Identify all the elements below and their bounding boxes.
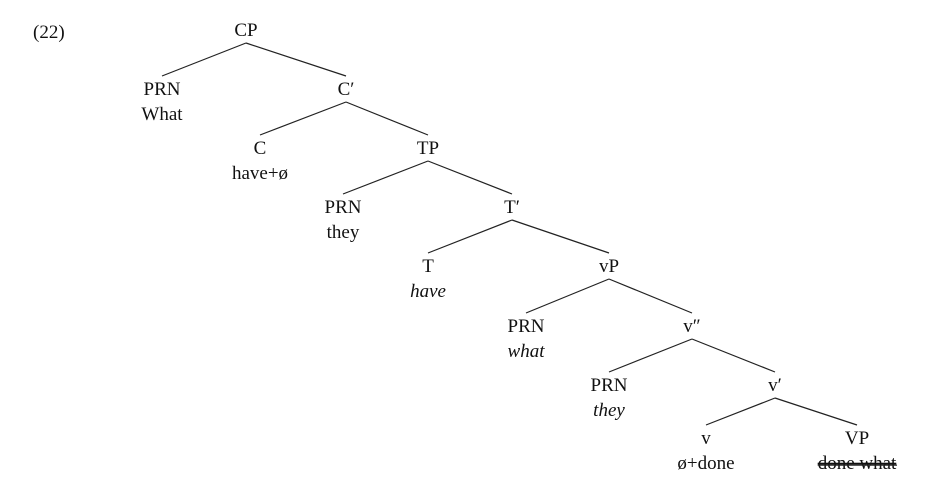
node-word-v: ø+done xyxy=(677,453,734,474)
edge-tp-tbar xyxy=(427,160,513,195)
edge-cp-prn1 xyxy=(161,42,247,77)
edge-cbar-c xyxy=(259,101,347,136)
edge-vp_small-vdbar xyxy=(608,278,693,314)
node-label-prn1: PRN xyxy=(144,79,181,100)
node-label-prn3: PRN xyxy=(508,316,545,337)
node-label-c: C xyxy=(254,138,267,159)
edge-vp_small-prn3 xyxy=(525,278,610,314)
edge-cbar-tp xyxy=(345,101,429,136)
tree-edges xyxy=(161,42,858,426)
node-label-vp_big: VP xyxy=(845,428,869,449)
node-label-t: T xyxy=(422,256,434,277)
node-label-vbar: v′ xyxy=(768,375,782,396)
node-label-cbar: C′ xyxy=(338,79,355,100)
edge-vbar-v xyxy=(705,397,776,426)
example-number: (22) xyxy=(33,22,65,43)
edge-vdbar-prn4 xyxy=(608,338,693,373)
node-label-prn4: PRN xyxy=(591,375,628,396)
edge-cp-cbar xyxy=(245,42,347,77)
node-label-prn2: PRN xyxy=(325,197,362,218)
node-word-prn4: they xyxy=(593,400,625,421)
edge-vdbar-vbar xyxy=(691,338,776,373)
node-word-vp_big: done what xyxy=(818,453,897,474)
node-label-vp_small: vP xyxy=(599,256,619,277)
node-label-cp: CP xyxy=(234,20,257,41)
node-word-prn1: What xyxy=(141,104,183,125)
node-label-tbar: T′ xyxy=(504,197,520,218)
node-label-vdbar: v″ xyxy=(683,316,700,337)
node-word-prn3: what xyxy=(508,341,546,362)
node-word-prn2: they xyxy=(327,222,360,243)
node-word-t: have xyxy=(410,281,446,302)
edge-tbar-t xyxy=(427,219,513,254)
edge-vbar-vp_big xyxy=(774,397,858,426)
edge-tbar-vp_small xyxy=(511,219,610,254)
edge-tp-prn2 xyxy=(342,160,429,195)
node-word-c: have+ø xyxy=(232,163,288,184)
node-label-v: v xyxy=(701,428,711,449)
node-label-tp: TP xyxy=(417,138,439,159)
